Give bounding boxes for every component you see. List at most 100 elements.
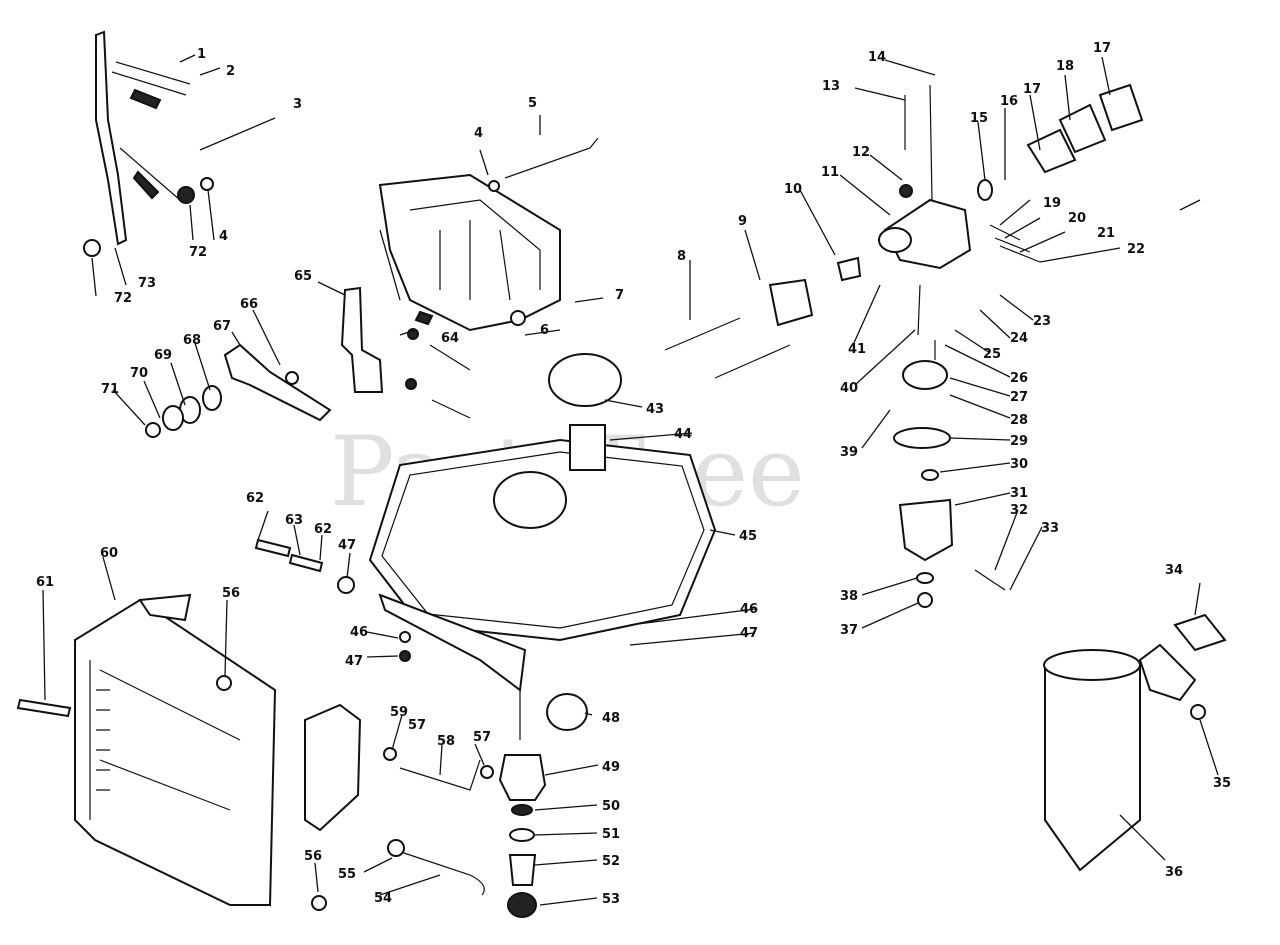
callout-60: 60: [100, 546, 118, 561]
callout-3: 3: [293, 97, 302, 112]
callout-67: 67: [213, 319, 231, 334]
callout-8: 8: [677, 249, 686, 264]
muffler: [1043, 613, 1227, 872]
spacer-pin: [254, 538, 292, 558]
callout-35: 35: [1213, 776, 1231, 791]
callout-4b: 4: [219, 229, 228, 244]
callout-71: 71: [101, 382, 119, 397]
callout-38: 38: [840, 589, 858, 604]
throttle-lever-assembly: [83, 30, 214, 257]
callout-73: 73: [138, 276, 156, 291]
callout-1: 1: [197, 47, 206, 62]
callout-54: 54: [374, 891, 392, 906]
callout-49: 49: [602, 760, 620, 775]
callout-6: 6: [540, 323, 549, 338]
callout-63: 63: [285, 513, 303, 528]
callout-57b: 57: [473, 730, 491, 745]
callout-53: 53: [602, 892, 620, 907]
callout-62b: 62: [314, 522, 332, 537]
callout-56a: 56: [222, 586, 240, 601]
callout-41: 41: [848, 342, 866, 357]
callout-70: 70: [130, 366, 148, 381]
callout-44: 44: [674, 427, 692, 442]
callout-11: 11: [821, 165, 839, 180]
callout-labels: 1 2 3 4 4 5 6 7 8 9 10 11 12 13 14 15 16…: [36, 41, 1231, 907]
callout-9: 9: [738, 214, 747, 229]
callout-30: 30: [1010, 457, 1028, 472]
callout-25: 25: [983, 347, 1001, 362]
callout-46b: 46: [350, 625, 368, 640]
callout-43: 43: [646, 402, 664, 417]
callout-66: 66: [240, 297, 258, 312]
callout-17b: 17: [1093, 41, 1111, 56]
guard-bolt: [16, 698, 72, 718]
callout-61: 61: [36, 575, 54, 590]
callout-14: 14: [868, 50, 886, 65]
callout-33: 33: [1041, 521, 1059, 536]
callout-65: 65: [294, 269, 312, 284]
callout-10: 10: [784, 182, 802, 197]
callout-57a: 57: [408, 718, 426, 733]
fuel-tank: [368, 353, 717, 692]
callout-23: 23: [1033, 314, 1051, 329]
callout-58: 58: [437, 734, 455, 749]
callout-51: 51: [602, 827, 620, 842]
callout-16: 16: [1000, 94, 1018, 109]
bracket: [340, 286, 384, 393]
governor-arm: [223, 343, 332, 422]
callout-72a: 72: [189, 245, 207, 260]
callout-12: 12: [852, 145, 870, 160]
callout-7: 7: [615, 288, 624, 303]
callout-19: 19: [1043, 196, 1061, 211]
callout-47a: 47: [740, 626, 758, 641]
callout-34: 34: [1165, 563, 1183, 578]
fuel-line-clip: [394, 849, 485, 896]
callout-20: 20: [1068, 211, 1086, 226]
callout-47c: 47: [338, 538, 356, 553]
fuel-strainer: [546, 693, 588, 731]
callout-48: 48: [602, 711, 620, 726]
choke-rod: [504, 137, 599, 179]
engine-block: [378, 173, 561, 332]
callout-32: 32: [1010, 503, 1028, 518]
callout-13: 13: [822, 79, 840, 94]
callout-36: 36: [1165, 865, 1183, 880]
callout-52: 52: [602, 854, 620, 869]
callout-5: 5: [528, 96, 537, 111]
callout-21: 21: [1097, 226, 1115, 241]
carburetor-assembly: [664, 83, 1144, 608]
callout-17a: 17: [1023, 82, 1041, 97]
callout-72b: 72: [114, 291, 132, 306]
callout-39: 39: [840, 445, 858, 460]
heat-shield: [304, 703, 362, 832]
fuel-line: [399, 759, 481, 791]
callout-45: 45: [739, 529, 757, 544]
callout-55: 55: [338, 867, 356, 882]
callout-56b: 56: [304, 849, 322, 864]
callout-27: 27: [1010, 390, 1028, 405]
fuel-valve-assembly: [498, 690, 547, 918]
callout-40: 40: [840, 381, 858, 396]
callout-26: 26: [1010, 371, 1028, 386]
callout-15: 15: [970, 111, 988, 126]
callout-2: 2: [226, 64, 235, 79]
callout-69: 69: [154, 348, 172, 363]
callout-37: 37: [840, 623, 858, 638]
callout-31: 31: [1010, 486, 1028, 501]
callout-59: 59: [390, 705, 408, 720]
callout-68: 68: [183, 333, 201, 348]
callout-62a: 62: [246, 491, 264, 506]
callout-46a: 46: [740, 602, 758, 617]
callout-29: 29: [1010, 434, 1028, 449]
callout-24: 24: [1010, 331, 1028, 346]
guard-screw: [216, 675, 232, 691]
callout-4a: 4: [474, 126, 483, 141]
callout-28: 28: [1010, 413, 1028, 428]
leader-lines: [42, 54, 1219, 906]
callout-47b: 47: [345, 654, 363, 669]
callout-64: 64: [441, 331, 459, 346]
callout-22: 22: [1127, 242, 1145, 257]
callout-50: 50: [602, 799, 620, 814]
callout-18: 18: [1056, 59, 1074, 74]
